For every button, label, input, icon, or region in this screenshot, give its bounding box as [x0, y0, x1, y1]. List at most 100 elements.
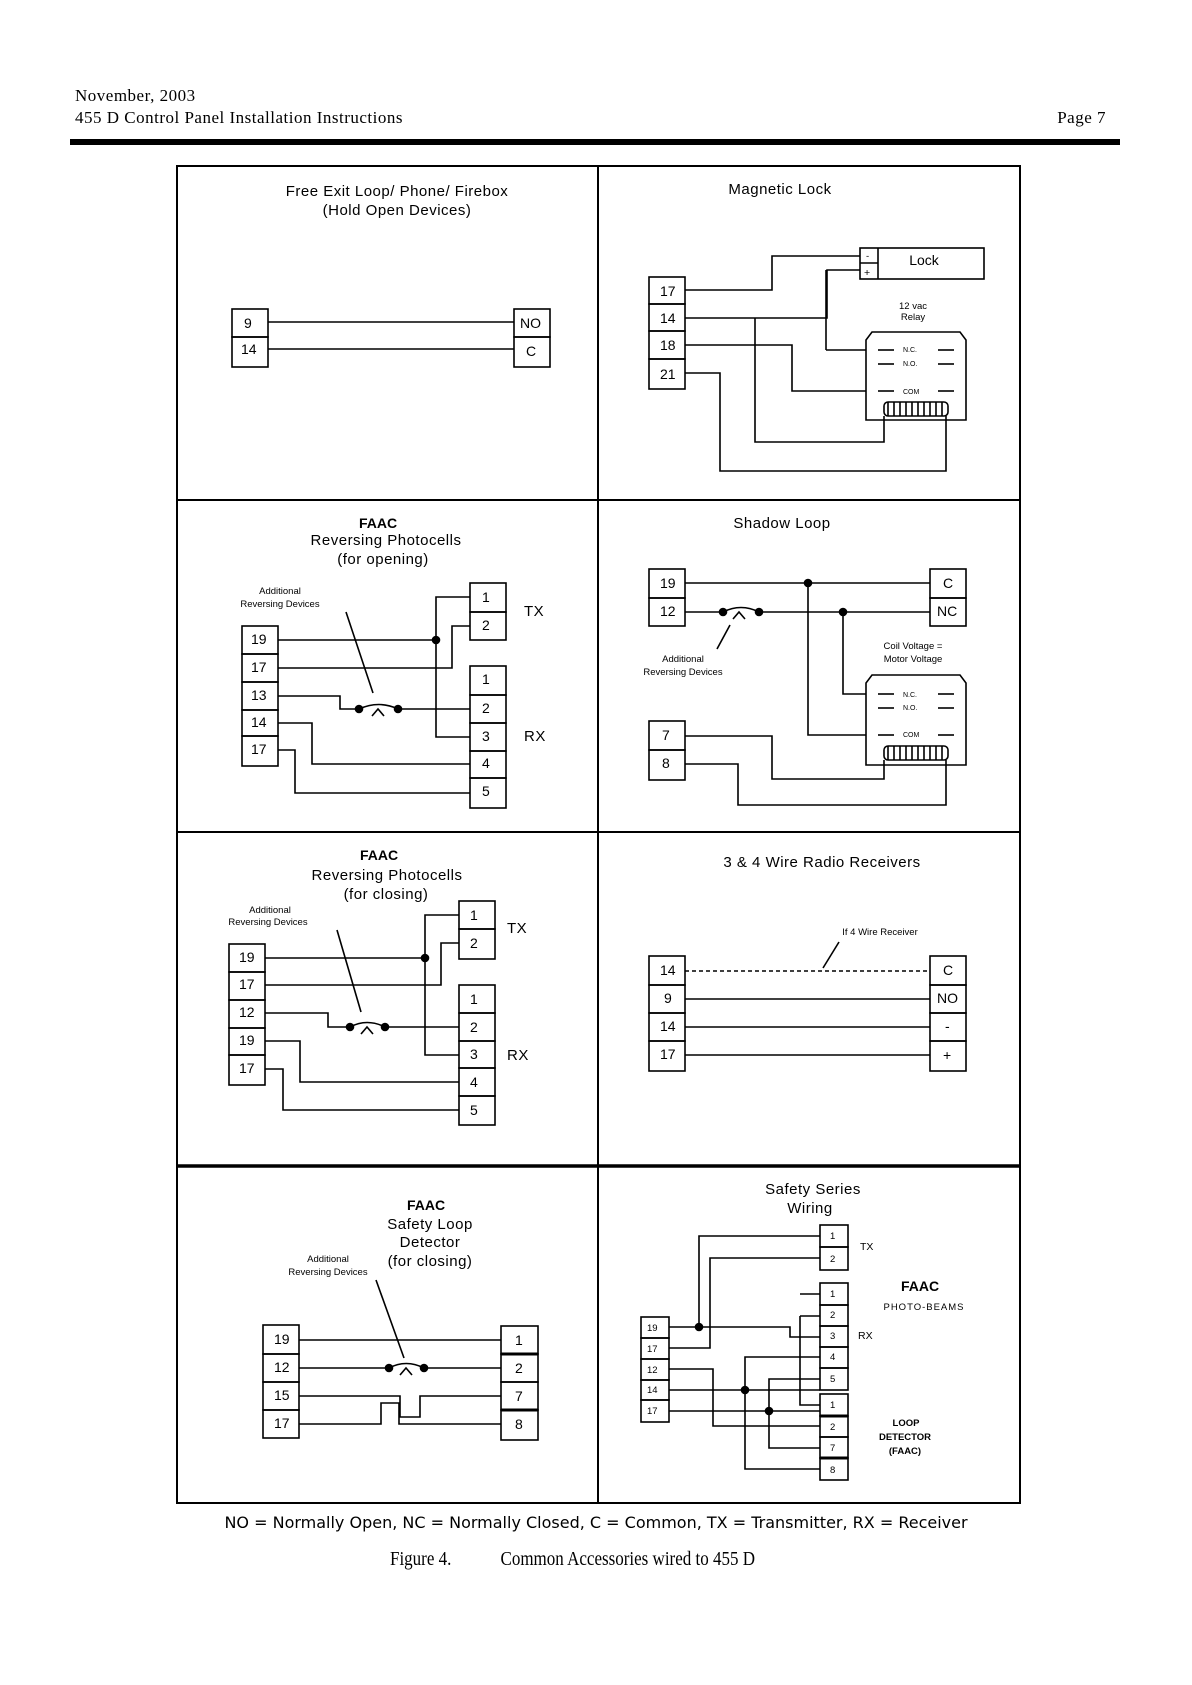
photo-open-left-3: 13 [251, 687, 267, 703]
figure-caption-text: Common Accessories wired to 455 D [500, 1548, 755, 1570]
photo-open-tx-1: 1 [482, 589, 490, 605]
mag-lock-term-4: 21 [660, 366, 676, 382]
free-exit-term-left-1: 9 [244, 315, 252, 331]
free-exit-title-2: (Hold Open Devices) [323, 202, 472, 219]
mag-lock-title: Magnetic Lock [728, 181, 831, 198]
mag-lock-no: N.O. [903, 361, 917, 368]
radio-title: 3 & 4 Wire Radio Receivers [723, 854, 920, 871]
photo-open-add-2: Reversing Devices [240, 599, 319, 610]
safety-loop-right-2: 2 [515, 1360, 523, 1376]
shadow-com: COM [903, 732, 920, 739]
photo-close-left-3: 12 [239, 1004, 255, 1020]
photo-open-title-1: Reversing Photocells [311, 532, 462, 549]
safety-loop-left-1: 19 [274, 1331, 290, 1347]
photo-close-rx-1: 1 [470, 991, 478, 1007]
photo-close-left-5: 17 [239, 1060, 255, 1076]
series-left-2: 17 [647, 1344, 658, 1355]
shadow-left-1: 19 [660, 575, 676, 591]
free-exit-title-1: Free Exit Loop/ Phone/ Firebox [286, 183, 509, 200]
series-rx-5: 5 [830, 1374, 835, 1385]
shadow-title: Shadow Loop [733, 515, 830, 532]
series-tx-1: 1 [830, 1231, 835, 1242]
photo-open-rx-4: 4 [482, 755, 490, 771]
photo-close-brand: FAAC [360, 847, 398, 863]
photo-close-rx-2: 2 [470, 1019, 478, 1035]
series-photo-beams: PHOTO-BEAMS [883, 1302, 964, 1313]
radio-left-3: 14 [660, 1018, 676, 1034]
series-title-2: Wiring [787, 1200, 833, 1217]
header-doc-title: 455 D Control Panel Installation Instruc… [75, 108, 403, 127]
photo-close-title-2: (for closing) [344, 886, 429, 903]
shadow-coil-2: Motor Voltage [884, 654, 943, 665]
shadow-add-1: Additional [662, 654, 704, 665]
radio-left-4: 17 [660, 1046, 676, 1062]
photo-close-tx-1: 1 [470, 907, 478, 923]
free-exit-term-right-no: NO [520, 315, 541, 331]
shadow-right-nc: NC [937, 603, 957, 619]
shadow-right-c: C [943, 575, 953, 591]
series-rx-label: RX [858, 1330, 873, 1342]
safety-loop-title-3: (for closing) [388, 1253, 473, 1270]
photo-open-tx-label: TX [524, 603, 544, 620]
header-date: November, 2003 [75, 86, 196, 105]
photo-close-tx-label: TX [507, 920, 527, 937]
radio-left-2: 9 [664, 990, 672, 1006]
safety-loop-brand: FAAC [407, 1197, 445, 1213]
photo-open-left-4: 14 [251, 714, 267, 730]
mag-lock-term-2: 14 [660, 310, 676, 326]
safety-loop-add-1: Additional [307, 1254, 349, 1265]
radio-note: If 4 Wire Receiver [842, 927, 918, 938]
abbreviation-legend: NO = Normally Open, NC = Normally Closed… [224, 1513, 968, 1532]
safety-loop-add-2: Reversing Devices [288, 1267, 367, 1278]
photo-open-left-5: 17 [251, 741, 267, 757]
radio-right-no: NO [937, 990, 958, 1006]
safety-loop-left-2: 12 [274, 1359, 290, 1375]
series-rx-4: 4 [830, 1352, 835, 1363]
radio-right-minus: - [945, 1018, 950, 1034]
shadow-left-2: 12 [660, 603, 676, 619]
photo-open-rx-5: 5 [482, 783, 490, 799]
mag-lock-relay-1: 12 vac [899, 301, 927, 312]
photo-open-left-2: 17 [251, 659, 267, 675]
series-loop-2: 2 [830, 1422, 835, 1433]
photo-open-brand: FAAC [359, 515, 397, 531]
mag-lock-term-1: 17 [660, 283, 676, 299]
photo-open-rx-2: 2 [482, 700, 490, 716]
series-brand: FAAC [901, 1278, 939, 1294]
photo-close-rx-5: 5 [470, 1102, 478, 1118]
mag-lock-term-3: 18 [660, 337, 676, 353]
free-exit-term-right-c: C [526, 343, 536, 359]
figure-caption: Figure 4.Common Accessories wired to 455… [390, 1548, 755, 1571]
shadow-coil-1: Coil Voltage = [884, 641, 943, 652]
photo-open-add-1: Additional [259, 586, 301, 597]
photo-open-rx-1: 1 [482, 671, 490, 687]
panel-photocells-closing: FAAC Reversing Photocells (for closing) … [228, 847, 528, 1126]
panel-shadow-loop: Shadow Loop 19 12 7 8 C NC Additional Re… [643, 515, 967, 806]
radio-right-plus: + [943, 1047, 951, 1063]
panel-safety-loop: FAAC Safety Loop Detector (for closing) … [262, 1197, 539, 1441]
mag-lock-com: COM [903, 389, 920, 396]
photo-close-left-4: 19 [239, 1032, 255, 1048]
series-left-3: 12 [647, 1365, 658, 1376]
panel-photocells-opening: FAAC Reversing Photocells (for opening) … [240, 515, 545, 809]
panel-free-exit: Free Exit Loop/ Phone/ Firebox (Hold Ope… [231, 183, 551, 368]
series-tx-2: 2 [830, 1254, 835, 1265]
radio-left-1: 14 [660, 962, 676, 978]
series-rx-2: 2 [830, 1310, 835, 1321]
safety-loop-right-8: 8 [515, 1416, 523, 1432]
radio-right-c: C [943, 962, 953, 978]
series-rx-1: 1 [830, 1289, 835, 1300]
panel-radio-receivers: 3 & 4 Wire Radio Receivers If 4 Wire Rec… [648, 854, 967, 1072]
free-exit-term-left-2: 14 [241, 341, 257, 357]
series-rx-3: 3 [830, 1331, 835, 1342]
photo-close-rx-4: 4 [470, 1074, 478, 1090]
series-loop-7: 7 [830, 1443, 835, 1454]
safety-loop-left-4: 17 [274, 1415, 290, 1431]
series-loop-label-2: DETECTOR [879, 1432, 931, 1443]
mag-lock-relay-2: Relay [901, 312, 926, 323]
photo-close-add-1: Additional [249, 905, 291, 916]
panel-safety-series: Safety Series Wiring 19 17 12 14 17 1 2 … [640, 1181, 964, 1481]
photo-close-add-2: Reversing Devices [228, 917, 307, 928]
series-loop-label-3: (FAAC) [889, 1446, 921, 1457]
photo-close-title-1: Reversing Photocells [312, 867, 463, 884]
